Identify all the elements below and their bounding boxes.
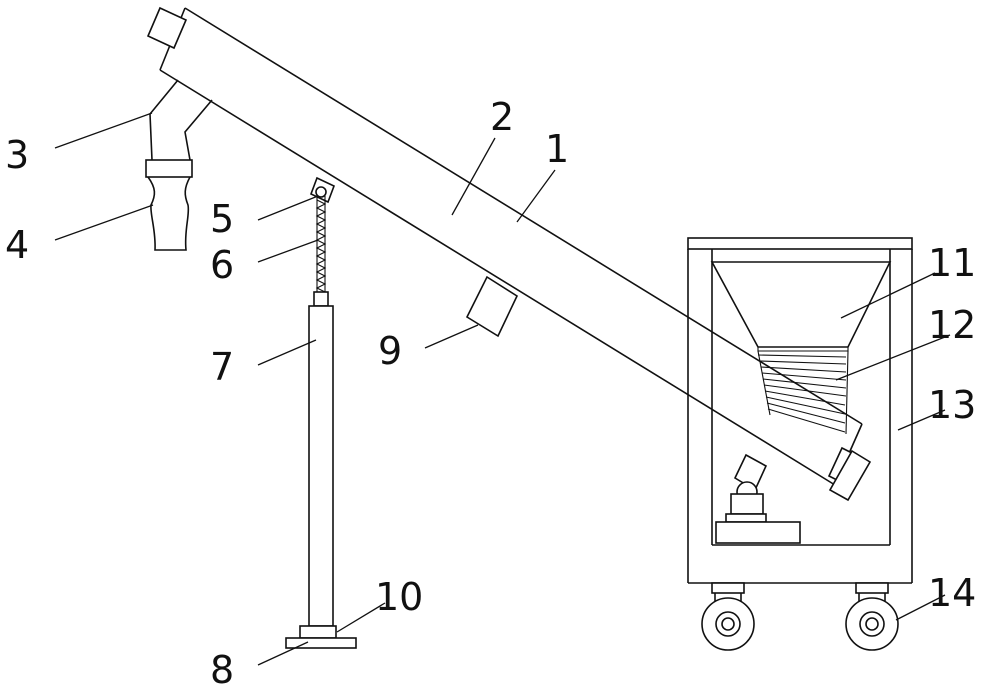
label-2: 2 — [490, 95, 514, 139]
label-10: 10 — [375, 575, 423, 619]
bellows — [758, 347, 848, 434]
label-5: 5 — [210, 197, 234, 241]
label-14: 14 — [928, 571, 976, 615]
base-plate — [286, 638, 356, 648]
spring — [317, 196, 325, 292]
label-6: 6 — [210, 243, 234, 287]
hinge-joint — [311, 178, 334, 202]
right-wheel — [846, 583, 898, 650]
label-13: 13 — [928, 383, 976, 427]
top-end-cap — [148, 8, 186, 48]
label-1: 1 — [545, 127, 569, 171]
base-pad — [300, 626, 336, 638]
label-8: 8 — [210, 648, 234, 690]
label-3: 3 — [5, 133, 29, 177]
left-wheel — [702, 583, 754, 650]
label-11: 11 — [928, 241, 976, 285]
label-9: 9 — [378, 329, 402, 373]
pivot-support — [716, 455, 800, 543]
discharge-pipe — [146, 80, 212, 177]
discharge-nozzle — [148, 177, 190, 250]
label-12: 12 — [928, 303, 976, 347]
hopper — [712, 262, 890, 347]
label-4: 4 — [5, 223, 29, 267]
label-7: 7 — [210, 345, 234, 389]
bottom-end-cap — [829, 448, 870, 500]
